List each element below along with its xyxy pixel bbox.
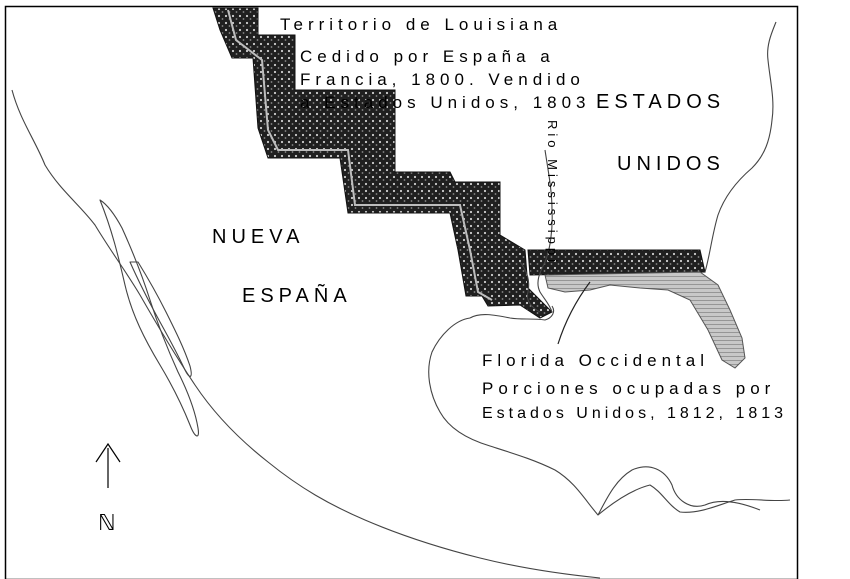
west-florida-note-line2: Estados Unidos, 1812, 1813 — [482, 405, 787, 422]
louisiana-note-line3: a Estados Unidos, 1803 — [300, 93, 591, 112]
west-florida-title: Florida Occidental — [482, 351, 709, 370]
louisiana-note-line1: Cedido por España a — [300, 47, 555, 66]
river-mississippi-label: Rio Mississippi — [545, 120, 560, 266]
nueva-label: NUEVA — [212, 226, 304, 248]
north-label: ℕ — [98, 510, 116, 535]
gulf-of-california-coastline — [129, 261, 192, 377]
west-florida-shaded-area — [544, 271, 746, 369]
estados-label: ESTADOS — [596, 91, 725, 113]
map-frame — [4, 5, 799, 579]
west-florida-note-line1: Porciones ocupadas por — [482, 379, 775, 398]
espana-label: ESPAÑA — [242, 283, 352, 307]
atlantic-coastline — [704, 21, 777, 273]
up-arrow-icon — [95, 442, 121, 488]
yucatan-coastline — [597, 484, 791, 516]
louisiana-note-line2: Francia, 1800. Vendido — [300, 70, 585, 89]
river-mouth-marsh — [519, 261, 541, 313]
band-inner-edge — [227, 9, 493, 301]
louisiana-territory-title: Territorio de Louisiana — [280, 15, 562, 34]
baja-california-coastline — [99, 199, 199, 437]
louisiana-coast-left — [469, 305, 555, 321]
mexico-pacific-coastline — [11, 89, 601, 579]
unidos-label: UNIDOS — [617, 153, 725, 175]
river-mississippi — [537, 149, 553, 313]
north-arrow: ℕ — [95, 442, 121, 535]
west-florida-pointer — [557, 281, 591, 345]
gulf-coastline — [428, 317, 761, 516]
